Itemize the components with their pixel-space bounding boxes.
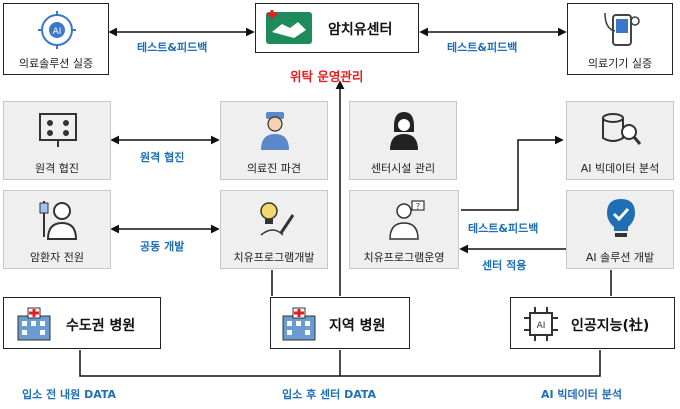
node-medical-solution-test: AI 의료솔루션 실증	[3, 3, 109, 75]
node-cancer-healing-center: 암치유센터	[255, 3, 419, 53]
staff-person-icon	[390, 112, 418, 150]
node-ai-bigdata: AI 빅데이터 분석	[566, 101, 674, 180]
node-label: 원격 협진	[35, 162, 79, 175]
svg-text:?: ?	[416, 202, 420, 211]
patient-iv-icon	[39, 201, 78, 240]
node-regional-hospital: 지역 병원	[270, 297, 410, 349]
footer-ai-analysis: AI 빅데이터 분석	[541, 388, 622, 401]
svg-text:AI: AI	[537, 321, 546, 331]
footer-pre-admission: 입소 전 내원 DATA	[22, 388, 117, 401]
node-label: 암치유센터	[328, 22, 393, 38]
edge-label-co-develop: 공동 개발	[140, 240, 185, 253]
video-conference-icon	[39, 113, 77, 147]
node-label: AI 빅데이터 분석	[580, 162, 660, 175]
edge-label-remote-consult: 원격 협진	[140, 151, 185, 164]
node-device-test: 의료기기 실증	[567, 3, 673, 75]
node-remote-consult: 원격 협진	[3, 101, 111, 180]
edge-label-test-feedback-right: 테스트&피드백	[447, 41, 518, 54]
node-label: 수도권 병원	[66, 318, 136, 334]
node-facility-mgmt: 센터시설 관리	[349, 101, 457, 180]
node-label: 의료진 파견	[246, 162, 302, 175]
node-ai-solution-dev: AI 솔루션 개발	[566, 190, 674, 269]
edge-label-test-feedback-left: 테스트&피드백	[137, 41, 208, 54]
svg-text:AI: AI	[53, 27, 62, 37]
node-label: AI 솔루션 개발	[585, 251, 655, 264]
node-label: 치유프로그램개발	[233, 251, 315, 264]
node-label: 암환자 전원	[29, 251, 85, 264]
ai-chip-circle-icon: AI	[38, 11, 76, 49]
staff-qa-icon: ?	[389, 200, 425, 240]
node-program-ops: ? 치유프로그램운영	[349, 190, 459, 269]
idea-write-icon	[260, 202, 295, 236]
edge-label-consign-ops: 위탁 운영관리	[290, 69, 364, 84]
node-ai-company: AI 인공지능(社)	[510, 297, 675, 349]
edge-label-test-feedback-mid: 테스트&피드백	[468, 222, 539, 235]
node-capital-hospital: 수도권 병원	[3, 297, 161, 349]
doctor-icon	[261, 112, 289, 150]
handshake-icon	[266, 10, 312, 44]
ai-chip-icon: AI	[524, 307, 558, 341]
footer-post-admission: 입소 후 센터 DATA	[282, 388, 377, 401]
node-staff-dispatch: 의료진 파견	[220, 101, 328, 180]
edge-program-bigdata	[461, 135, 564, 211]
node-program-dev: 치유프로그램개발	[220, 190, 328, 269]
check-bulb-icon	[607, 199, 635, 237]
node-label: 지역 병원	[329, 318, 386, 334]
medical-device-icon	[604, 12, 640, 46]
node-label: 의료솔루션 실증	[18, 57, 94, 70]
hospital-building-icon	[282, 307, 316, 341]
node-label: 인공지능(社)	[571, 318, 650, 334]
node-patient-transfer: 암환자 전원	[3, 190, 111, 269]
node-label: 치유프로그램운영	[363, 251, 445, 264]
node-label: 의료기기 실증	[587, 57, 653, 70]
node-label: 센터시설 관리	[370, 162, 436, 175]
edge-label-center-apply: 센터 적용	[482, 259, 527, 272]
hospital-building-icon	[17, 307, 51, 341]
data-search-icon	[602, 113, 642, 145]
